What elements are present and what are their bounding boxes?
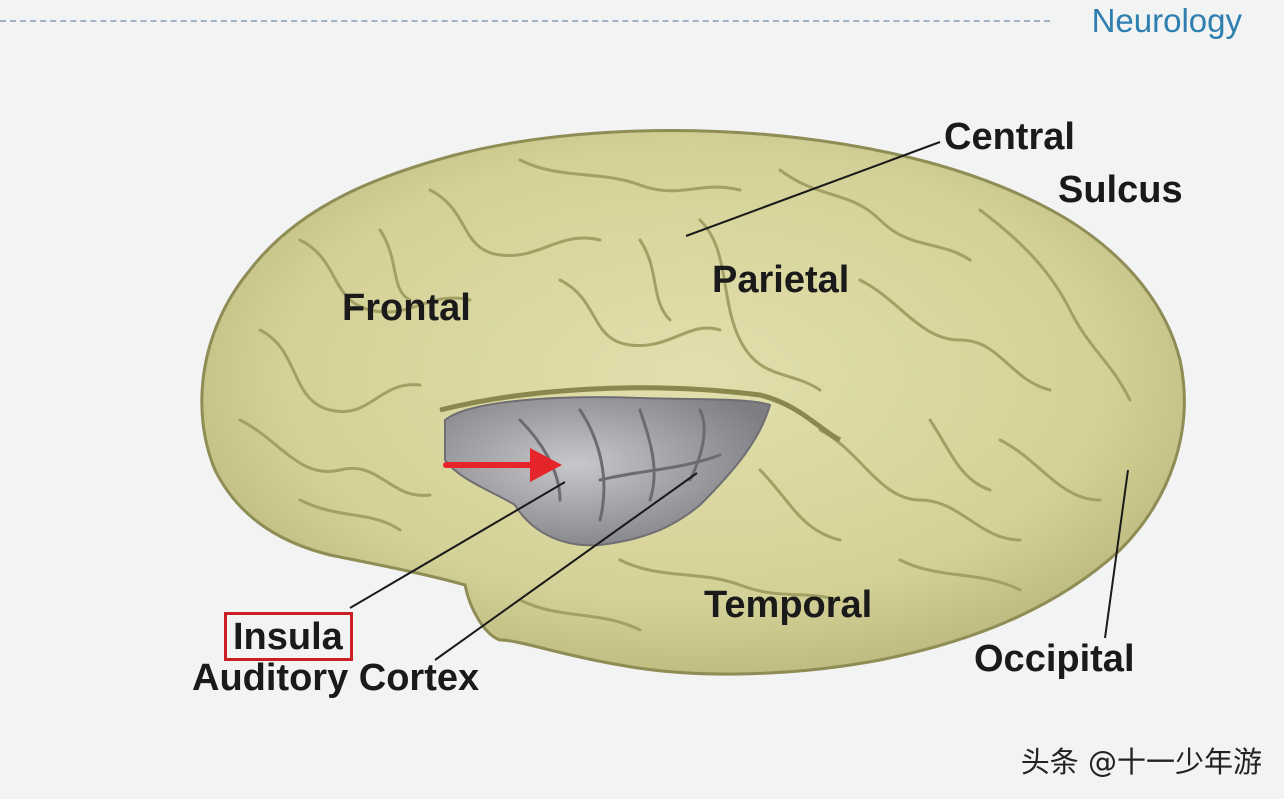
occipital-leader bbox=[1104, 469, 1129, 639]
leader-lines bbox=[349, 141, 1129, 661]
header-title: Neurology bbox=[1091, 2, 1242, 39]
central-sulcus-leader bbox=[685, 141, 941, 237]
label-temporal: Temporal bbox=[704, 584, 873, 626]
label-central: Central bbox=[944, 116, 1075, 158]
insula-leader bbox=[349, 481, 566, 609]
label-auditory-cortex: Auditory Cortex bbox=[192, 657, 480, 699]
insula-arrow bbox=[443, 448, 562, 482]
label-insula: Insula bbox=[224, 612, 353, 661]
auditory-cortex-leader bbox=[434, 472, 698, 661]
watermark: 头条 @十一少年游 bbox=[1020, 745, 1262, 779]
label-frontal: Frontal bbox=[342, 287, 471, 329]
insula-folds bbox=[518, 408, 722, 522]
label-parietal: Parietal bbox=[712, 259, 850, 301]
lateral-sulcus bbox=[439, 385, 842, 443]
insula-region bbox=[444, 396, 772, 547]
label-occipital: Occipital bbox=[974, 638, 1135, 680]
gyri-folds bbox=[238, 158, 1132, 632]
label-sulcus: Sulcus bbox=[1058, 169, 1183, 211]
header-divider bbox=[0, 20, 1050, 22]
